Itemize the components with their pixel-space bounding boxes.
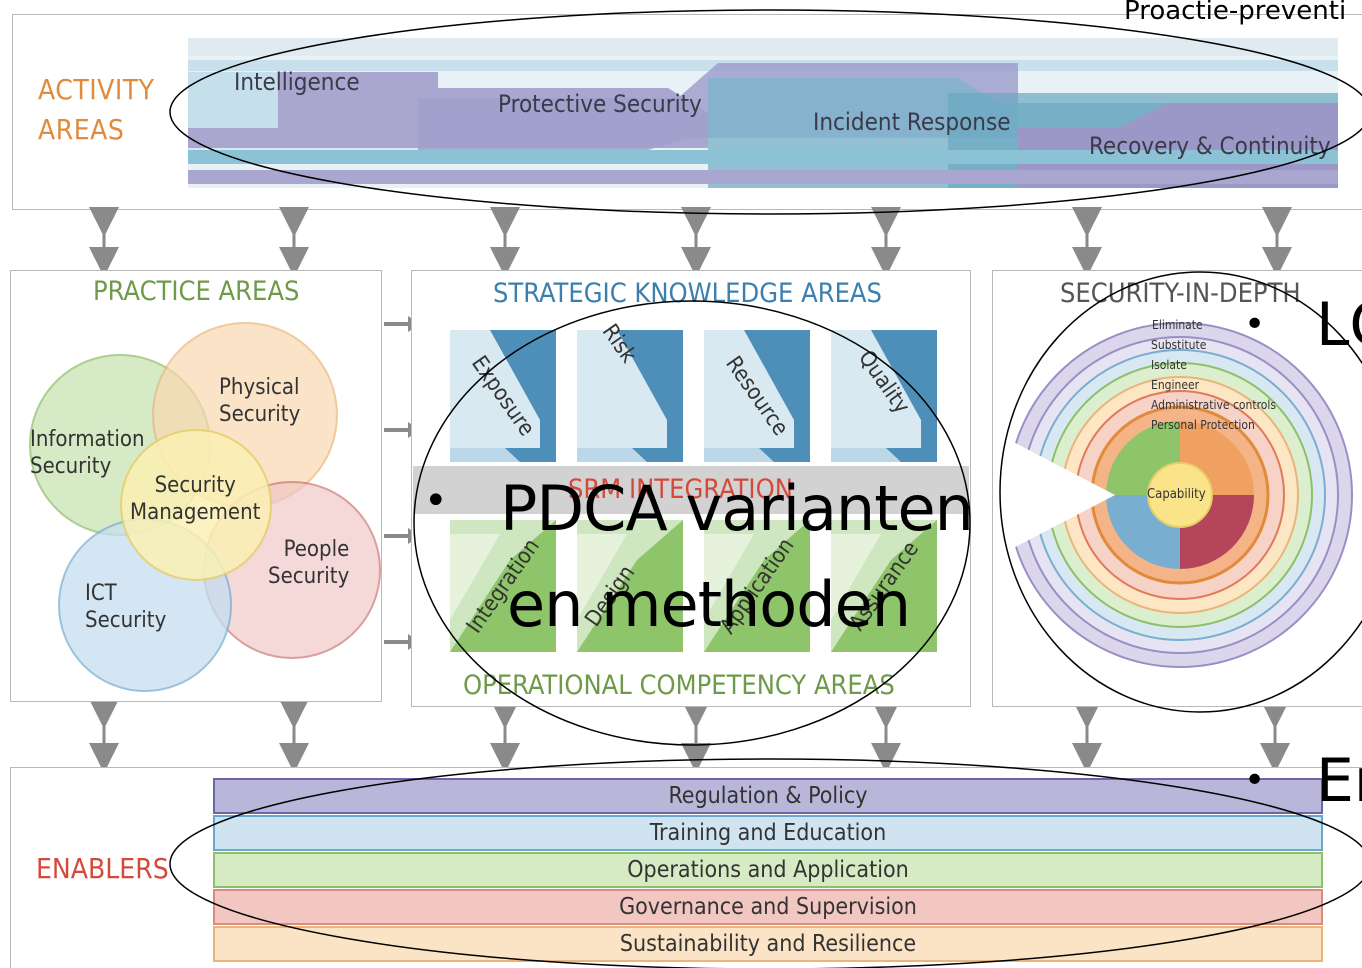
enabler-training-education: Training and Education bbox=[213, 815, 1323, 851]
venn-security-management: Security Management bbox=[130, 472, 260, 526]
venn-information-security: Information Security bbox=[30, 426, 145, 480]
practice-venn-diagram bbox=[29, 322, 381, 692]
practice-areas-title: PRACTICE AREAS bbox=[93, 276, 300, 307]
activity-areas-title: ACTIVITY AREAS bbox=[38, 70, 155, 150]
activity-title-line2: AREAS bbox=[38, 113, 125, 146]
enabler-sustainability-resilience: Sustainability and Resilience bbox=[213, 926, 1323, 962]
activity-protective-security: Protective Security bbox=[498, 90, 702, 118]
ellipse-activity bbox=[169, 9, 1362, 215]
pdca-line2: en methoden bbox=[507, 568, 911, 641]
ellipse-enablers bbox=[169, 758, 1362, 968]
tile-integration: Integration bbox=[450, 520, 556, 652]
operational-competency-title: OPERATIONAL COMPETENCY AREAS bbox=[463, 670, 895, 701]
venn-people-security: People Security bbox=[268, 536, 349, 590]
ring-personal-protection: Personal Protection bbox=[1151, 418, 1255, 432]
ellipse-pdca bbox=[413, 300, 971, 746]
venn-physical-security: Physical Security bbox=[219, 374, 300, 428]
tile-design: Design bbox=[577, 520, 683, 652]
activity-band-graphic bbox=[188, 38, 1338, 188]
venn-physical-line2: Security bbox=[219, 402, 301, 427]
activity-incident-response: Incident Response bbox=[813, 108, 1011, 136]
venn-physical-line1: Physical bbox=[219, 375, 300, 400]
ring-eliminate: Eliminate bbox=[1152, 318, 1203, 332]
srm-integration-bar bbox=[413, 466, 969, 514]
pdca-bullet: • bbox=[424, 478, 448, 524]
lc-bullet: • bbox=[1244, 304, 1266, 345]
enablers-title: ENABLERS bbox=[36, 852, 169, 885]
tile-risk: Risk bbox=[577, 320, 683, 462]
venn-management-line1: Security bbox=[154, 473, 236, 498]
center-capability: Capability bbox=[1147, 487, 1206, 502]
lc-text: LC bbox=[1316, 290, 1362, 360]
top-right-text: Proactie-preventi bbox=[1124, 0, 1347, 26]
venn-people-line2: Security bbox=[268, 564, 350, 589]
venn-management-line2: Management bbox=[130, 500, 261, 525]
strategic-knowledge-title: STRATEGIC KNOWLEDGE AREAS bbox=[493, 278, 882, 309]
venn-people-line1: People bbox=[283, 537, 350, 562]
en-text: En bbox=[1316, 746, 1362, 816]
tile-assurance: Assurance bbox=[831, 520, 937, 652]
srm-integration-label: SRM INTEGRATION bbox=[568, 474, 793, 505]
security-in-depth-title: SECURITY-IN-DEPTH bbox=[1060, 278, 1301, 309]
tile-resource: Resource bbox=[704, 330, 810, 462]
ellipse-depth bbox=[999, 271, 1362, 713]
venn-ict-line2: Security bbox=[85, 608, 167, 633]
ring-administrative-controls: Administrative controls bbox=[1151, 398, 1276, 412]
activity-recovery-continuity: Recovery & Continuity bbox=[1089, 132, 1331, 160]
venn-info-line2: Security bbox=[30, 454, 112, 479]
activity-title-line1: ACTIVITY bbox=[38, 73, 155, 106]
pdca-line1: PDCA varianten bbox=[500, 472, 974, 545]
venn-ict-line1: ICT bbox=[85, 581, 117, 606]
tile-exposure: Exposure bbox=[450, 330, 556, 462]
tile-application: Application bbox=[704, 520, 810, 652]
ring-isolate: Isolate bbox=[1151, 358, 1187, 372]
activity-intelligence: Intelligence bbox=[234, 68, 360, 96]
security-in-depth-rings bbox=[1000, 322, 1353, 668]
venn-ict-security: ICT Security bbox=[85, 580, 166, 634]
en-bullet: • bbox=[1244, 760, 1266, 801]
enabler-operations-application: Operations and Application bbox=[213, 852, 1323, 888]
ring-engineer: Engineer bbox=[1151, 378, 1200, 392]
ring-substitute: Substitute bbox=[1151, 338, 1207, 352]
venn-info-line1: Information bbox=[30, 427, 145, 452]
enabler-regulation-policy: Regulation & Policy bbox=[213, 778, 1323, 814]
enabler-governance-supervision: Governance and Supervision bbox=[213, 889, 1323, 925]
